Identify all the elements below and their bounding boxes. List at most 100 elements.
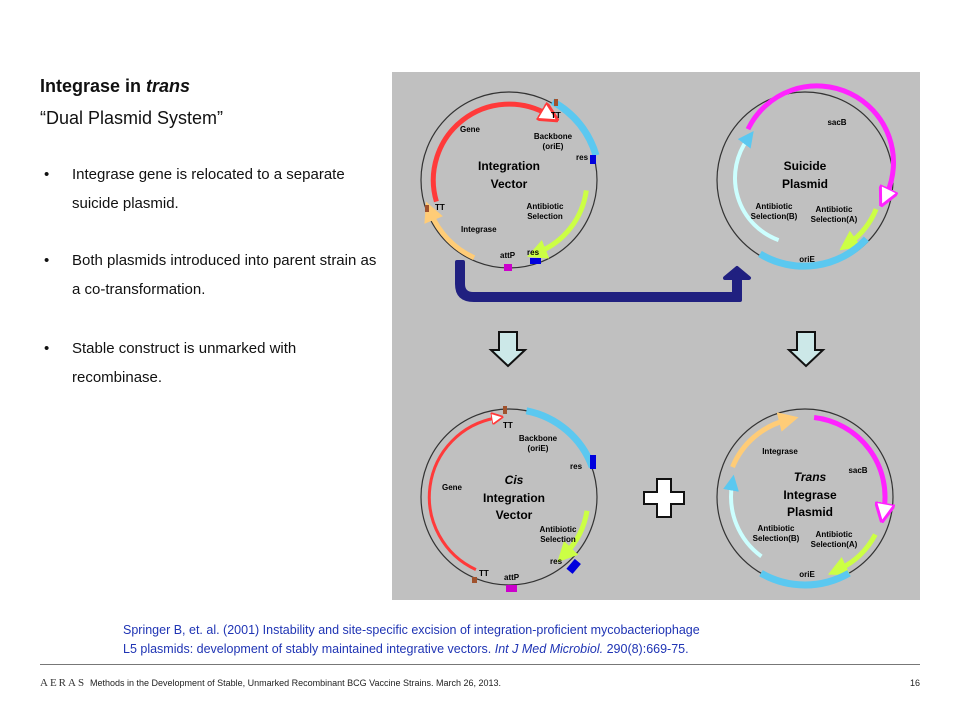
gene-arc: [430, 101, 548, 203]
tt-terminator-marker: [554, 99, 558, 106]
plasmid-title: Integrase: [783, 488, 837, 502]
slide-subtitle: “Dual Plasmid System”: [40, 108, 224, 128]
tt-label: TT: [503, 421, 513, 430]
antibiotic-label: Antibiotic: [758, 524, 795, 533]
plasmid-title: Vector: [491, 177, 528, 191]
res-label: res: [550, 557, 563, 566]
plasmid-title: Cis: [505, 473, 524, 487]
title-italic: trans: [146, 76, 191, 96]
title-plain: Integrase in: [40, 76, 147, 96]
plasmid-title: Trans: [794, 470, 827, 484]
gene-label: Gene: [442, 483, 463, 492]
antibiotic-selection-arc: [527, 190, 589, 259]
plasmid-title: Vector: [496, 508, 533, 522]
antibiotic-label: Antibiotic: [527, 202, 564, 211]
res-site-marker: [566, 558, 581, 574]
citation: Springer B, et. al. (2001) Instability a…: [123, 621, 843, 659]
backbone-label: (oriE): [543, 142, 564, 151]
backbone-arc: [550, 98, 600, 157]
backbone-label: (oriE): [528, 444, 549, 453]
bullet-text: Both plasmids introduced into parent str…: [72, 252, 377, 298]
antibiotic-label: Selection(B): [751, 212, 798, 221]
gene-arc: [427, 418, 496, 571]
attP-label: attP: [500, 251, 516, 260]
plasmid-title: Plasmid: [782, 177, 828, 191]
antibiotic-selection-arc: [557, 510, 590, 563]
antibiotic-selection-b-arc: [723, 474, 763, 559]
footer-text: Methods in the Development of Stable, Un…: [90, 678, 502, 688]
citation-journal: Int J Med Microbiol.: [494, 642, 604, 656]
suicide-plasmid: Suicide Plasmid sacB Antibiotic Selectio…: [716, 83, 893, 270]
tt-terminator-marker: [472, 577, 477, 583]
bullet-dot: •: [44, 166, 50, 183]
aeras-logo: AERAS: [40, 677, 87, 689]
attP-site-marker: [504, 264, 512, 271]
res-label: res: [576, 153, 589, 162]
antibiotic-label: Antibiotic: [816, 205, 853, 214]
oriE-label: oriE: [799, 255, 815, 264]
plasmid-title: Plasmid: [787, 505, 833, 519]
res-site-marker: [530, 258, 541, 264]
antibiotic-selection-a-arc: [827, 533, 878, 576]
sacB-label: sacB: [827, 118, 846, 127]
antibiotic-label: Selection: [540, 535, 576, 544]
tt-label: TT: [435, 203, 445, 212]
antibiotic-label: Selection: [527, 212, 563, 221]
page-number: 16: [909, 678, 920, 688]
cis-integration-vector: Cis Integration Vector TT Backbone (oriE…: [420, 406, 598, 592]
attP-label: attP: [504, 573, 520, 582]
plasmid-diagram: Integration Vector Gene TT Backbone (ori…: [420, 83, 920, 592]
antibiotic-label: Selection(A): [811, 215, 858, 224]
tt-terminator-marker: [425, 205, 429, 212]
tt-label: TT: [551, 111, 561, 120]
plasmid-title: Suicide: [784, 159, 827, 173]
res-site-marker: [590, 155, 596, 164]
plasmid-title: Integration: [478, 159, 540, 173]
res-site-marker: [590, 455, 596, 469]
antibiotic-label: Antibiotic: [756, 202, 793, 211]
bullet-dot: •: [44, 340, 50, 357]
plasmid-diagram-panel: Integration Vector Gene TT Backbone (ori…: [392, 72, 920, 600]
integrase-arc: [424, 201, 476, 260]
citation-line: Springer B, et. al. (2001) Instability a…: [123, 623, 700, 637]
integrase-label: Integrase: [762, 447, 798, 456]
sacB-arc: [813, 415, 885, 511]
tt-label: TT: [479, 569, 489, 578]
connector-arrow-icon: [455, 260, 751, 302]
citation-text: L5 plasmids: development of stably maint…: [123, 642, 495, 656]
antibiotic-label: Selection(A): [811, 540, 858, 549]
res-label: res: [570, 462, 583, 471]
sacB-label: sacB: [848, 466, 867, 475]
trans-integrase-plasmid: Integrase Trans Integrase Plasmid sacB A…: [716, 408, 893, 589]
integrase-label: Integrase: [461, 225, 497, 234]
bullet-dot: •: [44, 252, 50, 269]
bullet-text: Stable construct is unmarked with recomb…: [72, 340, 297, 386]
backbone-arc: [525, 407, 596, 469]
footer-divider: [40, 664, 920, 665]
gene-label: Gene: [460, 125, 481, 134]
tt-terminator-marker: [503, 406, 507, 414]
sacB-arc: [745, 83, 893, 196]
oriE-label: oriE: [799, 570, 815, 579]
plasmid-title: Integration: [483, 491, 545, 505]
backbone-label: Backbone: [519, 434, 558, 443]
oriE-arc: [758, 236, 869, 270]
plus-icon: [643, 478, 685, 518]
antibiotic-selection-a-arc: [839, 208, 879, 251]
backbone-label: Backbone: [534, 132, 573, 141]
res-label: res: [527, 248, 540, 257]
attP-site-marker: [506, 585, 517, 592]
antibiotic-label: Selection(B): [753, 534, 800, 543]
integration-vector: Integration Vector Gene TT Backbone (ori…: [420, 91, 600, 271]
antibiotic-selection-b-arc: [733, 130, 780, 242]
down-arrow-icon: [786, 331, 826, 368]
integrase-arc: [730, 412, 799, 469]
antibiotic-label: Antibiotic: [816, 530, 853, 539]
citation-line: L5 plasmids: development of stably maint…: [123, 640, 843, 659]
oriE-arc: [759, 570, 851, 589]
down-arrow-icon: [488, 331, 528, 368]
antibiotic-label: Antibiotic: [540, 525, 577, 534]
slide-title: Integrase in trans: [40, 76, 190, 97]
citation-ref: 290(8):669-75.: [603, 642, 689, 656]
bullet-text: Integrase gene is relocated to a separat…: [72, 166, 345, 212]
